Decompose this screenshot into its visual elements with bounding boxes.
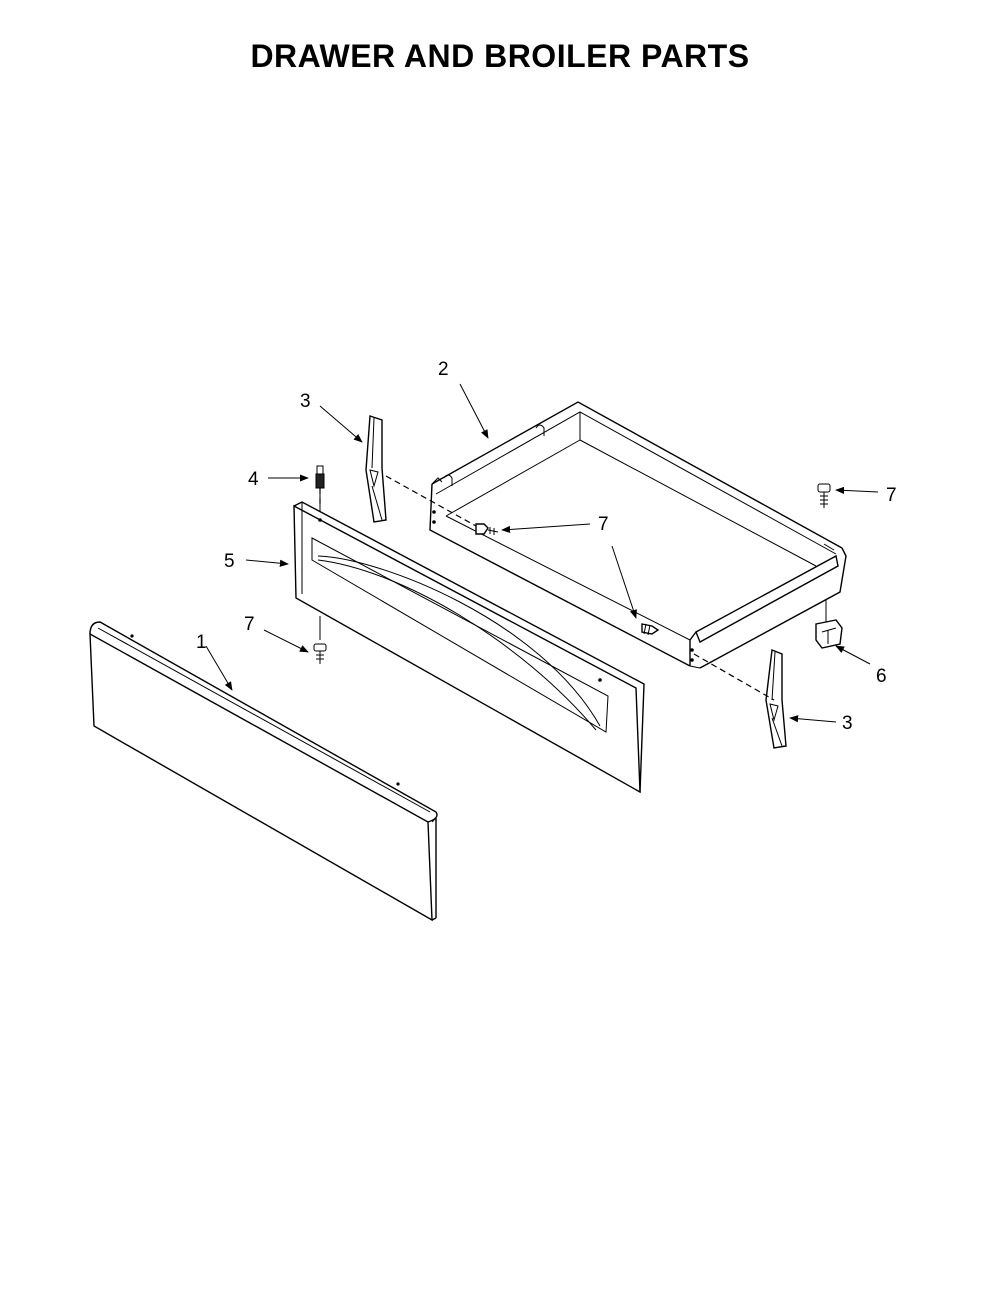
drawer-front-panel [293,501,645,794]
outer-drawer-panel [89,621,438,922]
bracket-upper [365,415,387,523]
callout-7-left: 7 [244,614,255,635]
callout-7-right: 7 [886,485,897,506]
callout-3-lower: 3 [842,713,853,734]
callout-2: 2 [438,359,449,380]
callout-4: 4 [248,469,259,490]
screw-7-mid [641,623,660,636]
callout-1: 1 [196,632,207,653]
clip-part-6 [815,600,843,649]
bracket-lower [765,649,787,749]
callout-6: 6 [876,666,887,687]
screw-7-left [313,616,327,664]
callout-3-upper: 3 [300,391,311,412]
assembly-line-upper [385,475,477,527]
screw-7-right-top [817,483,831,508]
page-title: DRAWER AND BROILER PARTS [250,38,750,74]
drawer-pan [429,401,847,669]
callout-5: 5 [224,551,235,572]
assembly-line-lower [693,653,775,701]
callout-7-center: 7 [598,514,609,535]
screw-7-center [475,523,499,535]
